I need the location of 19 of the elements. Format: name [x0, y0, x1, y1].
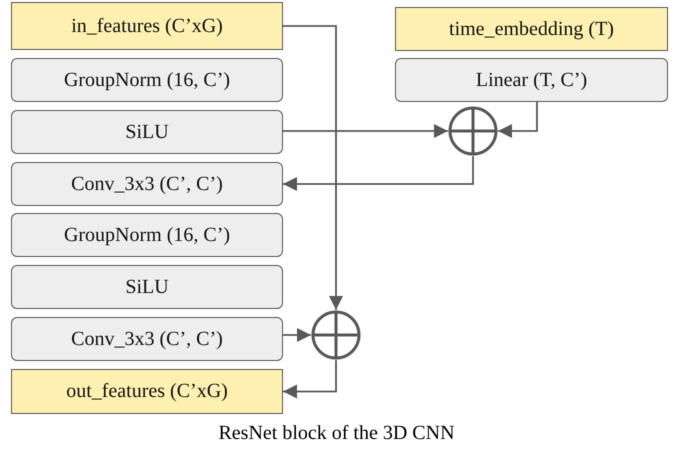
arrow — [498, 102, 538, 138]
layer-box: SiLU — [11, 110, 283, 154]
sum-circle — [311, 310, 361, 360]
arrow — [283, 124, 448, 138]
data-box: time_embedding (T) — [395, 7, 668, 51]
arrow — [283, 328, 311, 342]
layer-box: Linear (T, C’) — [395, 58, 668, 102]
caption: ResNet block of the 3D CNN — [217, 422, 456, 445]
layer-box: SiLU — [11, 265, 283, 309]
layer-box: GroupNorm (16, C’) — [11, 213, 283, 257]
layer-box: Conv_3x3 (C’, C’) — [11, 317, 283, 361]
sum-circle — [448, 106, 498, 156]
arrow — [283, 25, 343, 310]
data-box: out_features (C’xG) — [11, 369, 283, 414]
data-box: in_features (C’xG) — [11, 2, 283, 50]
arrow — [283, 360, 337, 398]
layer-box: Conv_3x3 (C’, C’) — [11, 162, 283, 206]
arrow — [283, 156, 474, 191]
layer-box: GroupNorm (16, C’) — [11, 58, 283, 102]
